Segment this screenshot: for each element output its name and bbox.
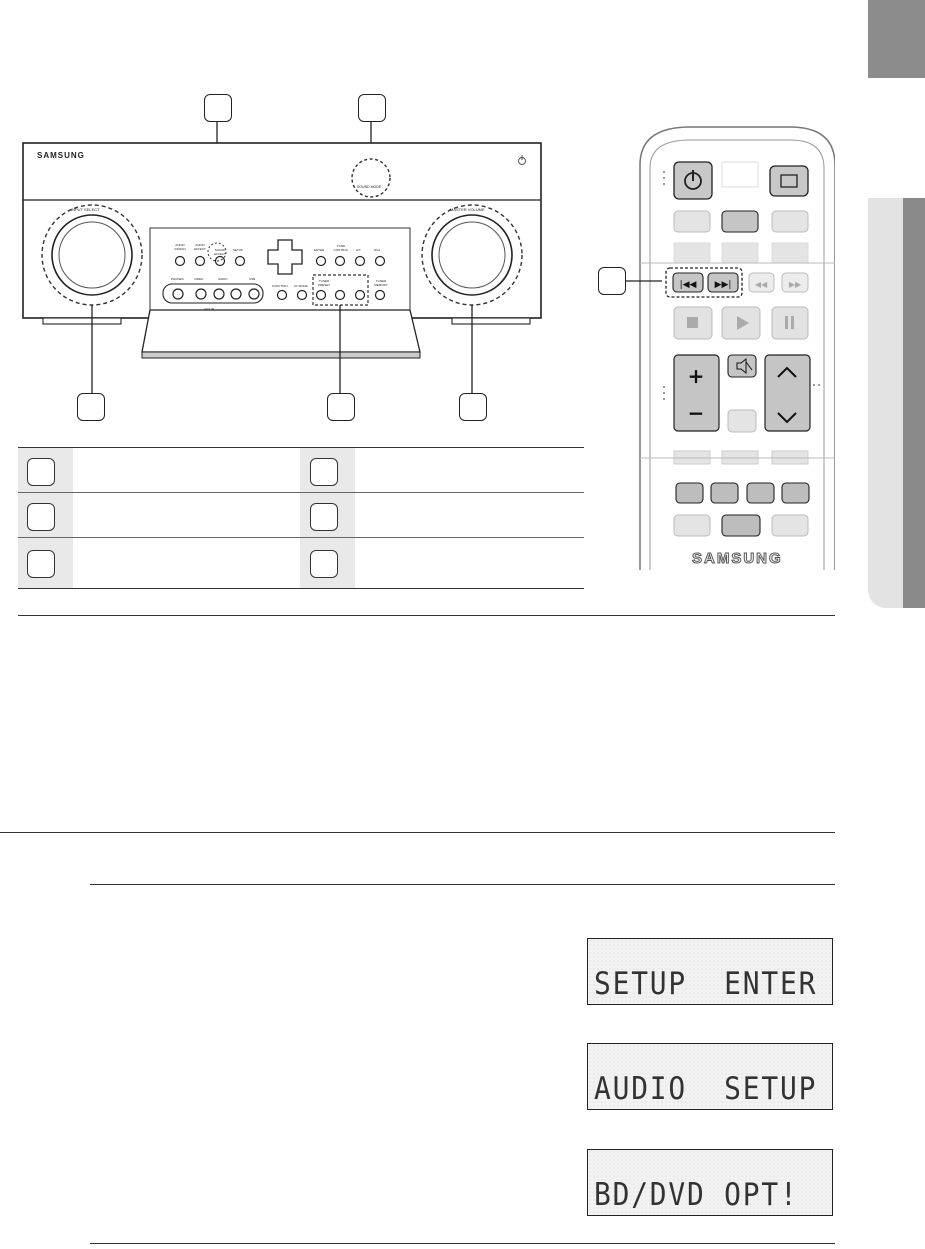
remote-logo: SAMSUNG	[692, 550, 783, 568]
callout-box	[204, 94, 232, 122]
sound-mode-label: SOUND MODE	[357, 185, 382, 189]
ht-label: H/T	[356, 248, 361, 252]
ipod-label: iPod	[374, 248, 381, 252]
svg-text:|◀◀: |◀◀	[680, 280, 697, 290]
callout-box	[459, 393, 487, 421]
lcd-display-bd-dvd-opt: BD/DVD OPT!	[587, 1149, 833, 1216]
audio-effect-label: AUDIO EFFECT	[194, 243, 206, 251]
svg-text:◀◀: ◀◀	[755, 280, 768, 289]
table-row-rule	[18, 537, 584, 538]
table-num-box	[310, 458, 338, 486]
tuner-memory-label: TUNER MEMORY	[374, 279, 388, 287]
section-tab-top	[868, 0, 925, 78]
table-bottom-rule	[18, 588, 584, 589]
table-row-rule	[18, 492, 584, 493]
input-select-label: INPUT SELECT	[71, 207, 100, 212]
table-num-box	[27, 550, 55, 578]
receiver-front-panel-illustration	[22, 120, 542, 393]
receiver-logo: SAMSUNG	[37, 151, 85, 160]
tuner-preset-label: TUNER PRESET	[317, 279, 330, 287]
svg-text:▶▶: ▶▶	[789, 280, 802, 289]
section-rule	[0, 832, 835, 833]
setup-label: SETUP	[233, 248, 244, 252]
callout-box	[358, 94, 386, 122]
table-num-box	[310, 550, 338, 578]
lcd-text: SETUP ENTER	[594, 966, 818, 1002]
phones-label: PHONES	[171, 277, 184, 281]
table-num-box	[310, 503, 338, 531]
svg-text:▶▶|: ▶▶|	[715, 280, 732, 290]
remote-control-illustration: |◀◀ ▶▶| ◀◀ ▶▶ + −	[626, 126, 835, 570]
svg-text:−: −	[688, 401, 705, 425]
section-rule	[90, 884, 835, 885]
function-label: FUNCTION	[272, 284, 288, 288]
section-rule	[90, 1243, 835, 1244]
lcd-text: AUDIO SETUP	[594, 1071, 818, 1107]
audio-label: AUDIO	[218, 277, 228, 281]
section-tab-edge	[903, 198, 925, 608]
video-label: VIDEO	[194, 277, 204, 281]
enter-label: ENTER	[314, 248, 325, 252]
lcd-display-setup-enter: SETUP ENTER	[587, 938, 833, 1005]
callout-box	[327, 393, 355, 421]
svg-text:+: +	[688, 364, 705, 388]
callout-box	[598, 267, 626, 295]
usb-label: USB	[249, 277, 256, 281]
table-num-box	[27, 458, 55, 486]
aux-in-label: AUX IN	[204, 307, 215, 311]
table-top-rule	[18, 447, 584, 448]
audio-assign-label: AUDIO ASSIGN	[174, 243, 186, 251]
master-volume-label: MASTER VOLUME	[450, 207, 485, 212]
callout-box	[77, 393, 105, 421]
table-num-box	[27, 503, 55, 531]
tone-control-label: TONE CONTROL	[333, 244, 349, 252]
lcd-text: BD/DVD OPT!	[594, 1177, 799, 1213]
section-rule	[18, 615, 835, 616]
lcd-display-audio-setup: AUDIO SETUP	[587, 1043, 833, 1110]
sound-effect-label: SOUND EFFECT	[214, 248, 226, 256]
av-mode-label: AV MODE	[294, 284, 308, 288]
